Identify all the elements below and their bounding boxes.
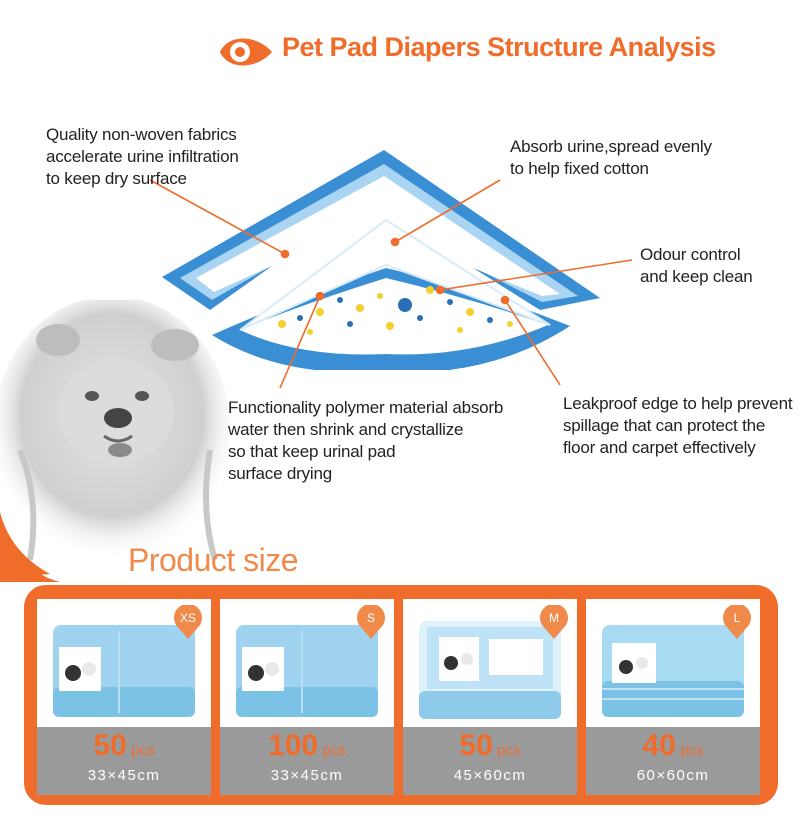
pack-quantity: 40 pcs	[642, 729, 704, 762]
pack-quantity: 100 pcs	[268, 729, 346, 762]
annotation-odour: Odour control and keep clean	[640, 245, 753, 286]
size-badge-icon	[723, 605, 751, 639]
card-footer	[586, 727, 760, 795]
eye-logo-icon	[220, 38, 272, 66]
size-badge-icon	[174, 605, 202, 639]
pad-package-image	[419, 621, 561, 719]
card-footer	[37, 727, 211, 795]
pad-dimensions: 33×45cm	[87, 767, 161, 784]
annotation-polymer: Functionality polymer material absorb wa…	[228, 398, 504, 483]
annotation-nonwoven: Quality non-woven fabrics accelerate uri…	[46, 125, 239, 188]
product-card-l[interactable]: L 40 pcs 60×60cm	[586, 599, 760, 795]
size-label: S	[366, 611, 375, 625]
pad-dimensions: 33×45cm	[270, 767, 344, 784]
pack-quantity: 50 pcs	[459, 729, 521, 762]
size-label: XS	[179, 611, 196, 625]
size-badge-icon	[357, 605, 385, 639]
pad-package-image	[236, 625, 378, 717]
dog-illustration	[0, 300, 230, 561]
annotation-leakproof: Leakproof edge to help prevent spillage …	[563, 394, 793, 457]
size-badge-icon	[540, 605, 568, 639]
annotation-absorb: Absorb urine,spread evenly to help fixed…	[510, 137, 712, 178]
pad-dimensions: 45×60cm	[453, 767, 527, 784]
page-title: Pet Pad Diapers Structure Analysis	[282, 32, 716, 62]
card-footer	[220, 727, 394, 795]
product-size-title: Product size	[128, 542, 299, 578]
header: Pet Pad Diapers Structure Analysis	[0, 22, 800, 82]
product-card-xs[interactable]: XS 50 pcs 33×45cm	[37, 599, 211, 795]
pad-package-image	[602, 625, 744, 717]
pad-dimensions: 60×60cm	[636, 767, 710, 784]
pack-quantity: 50 pcs	[93, 729, 155, 762]
pad-package-image	[53, 625, 195, 717]
size-label: L	[733, 611, 741, 625]
card-footer	[403, 727, 577, 795]
size-label: M	[549, 611, 559, 625]
product-card-m[interactable]: M 50 pcs 45×60cm	[403, 599, 577, 795]
product-card-s[interactable]: S 100 pcs 33×45cm	[220, 599, 394, 795]
